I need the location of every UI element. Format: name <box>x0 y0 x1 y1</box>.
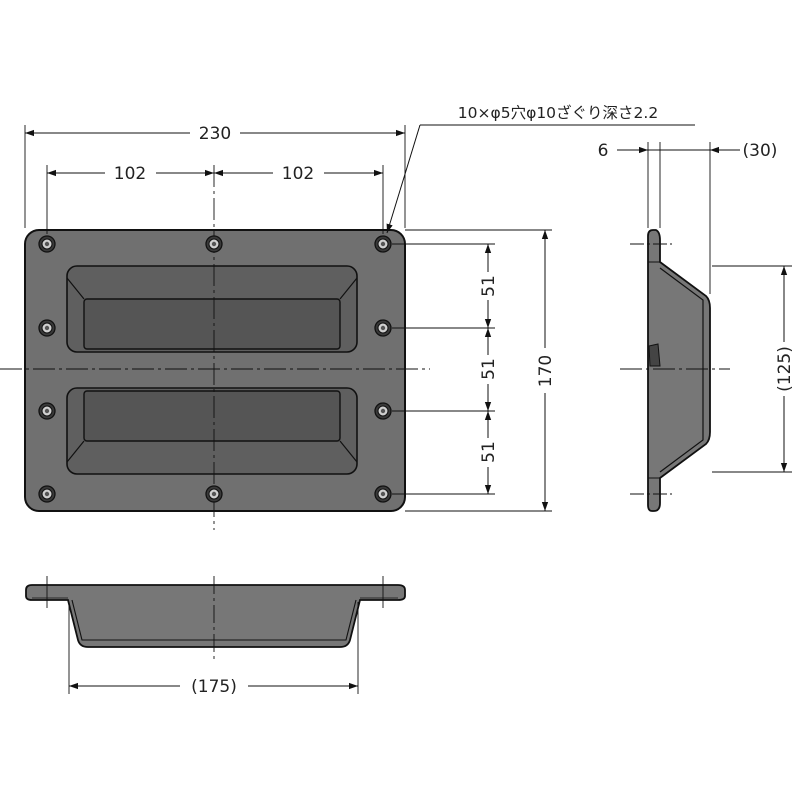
mounting-hole <box>38 485 56 503</box>
dim-label-170: 170 <box>536 355 556 387</box>
mounting-hole <box>374 402 392 420</box>
dim-label-102-left: 102 <box>114 164 146 184</box>
dim-label-6: 6 <box>598 141 609 161</box>
mounting-hole <box>374 319 392 337</box>
side-profile <box>647 229 711 512</box>
mounting-hole <box>374 235 392 253</box>
dim-label-175: (175) <box>191 677 237 697</box>
dim-recess-width: (175) <box>69 677 358 697</box>
dim-label-230: 230 <box>199 124 231 144</box>
dim-label-102-right: 102 <box>282 164 314 184</box>
mounting-hole <box>374 485 392 503</box>
dim-label-125: (125) <box>775 346 795 392</box>
bottom-view: (175) <box>25 576 406 697</box>
hole-note-leader: 10×φ5穴φ10ざぐり深さ2.2 <box>386 103 695 234</box>
dim-row-pitch: 51 51 51 <box>479 244 499 494</box>
lower-recess <box>66 387 358 475</box>
dim-overall-width: 230 <box>25 124 405 144</box>
mounting-hole <box>38 319 56 337</box>
upper-recess <box>66 265 358 353</box>
front-view: 230 102 102 10×φ5穴φ10ざぐり深さ2.2 <box>0 103 695 530</box>
mounting-hole <box>38 235 56 253</box>
bottom-profile <box>25 584 406 648</box>
dim-label-51-top: 51 <box>479 275 499 297</box>
mounting-hole <box>38 402 56 420</box>
dim-flange-thickness: 6 <box>598 141 660 161</box>
dim-overall-height: 170 <box>536 230 556 511</box>
side-view: 6 (30) (125) <box>598 141 795 512</box>
mounting-hole <box>205 485 223 503</box>
hole-spec-note: 10×φ5穴φ10ざぐり深さ2.2 <box>458 103 658 122</box>
dim-label-30: (30) <box>743 141 778 161</box>
mounting-hole <box>205 235 223 253</box>
dim-label-51-bottom: 51 <box>479 441 499 463</box>
dim-hole-pitch: 102 102 <box>47 164 383 184</box>
dim-recess-height: (125) <box>775 266 795 472</box>
dim-depth-total: (30) <box>660 141 777 161</box>
dim-label-51-middle: 51 <box>479 358 499 380</box>
